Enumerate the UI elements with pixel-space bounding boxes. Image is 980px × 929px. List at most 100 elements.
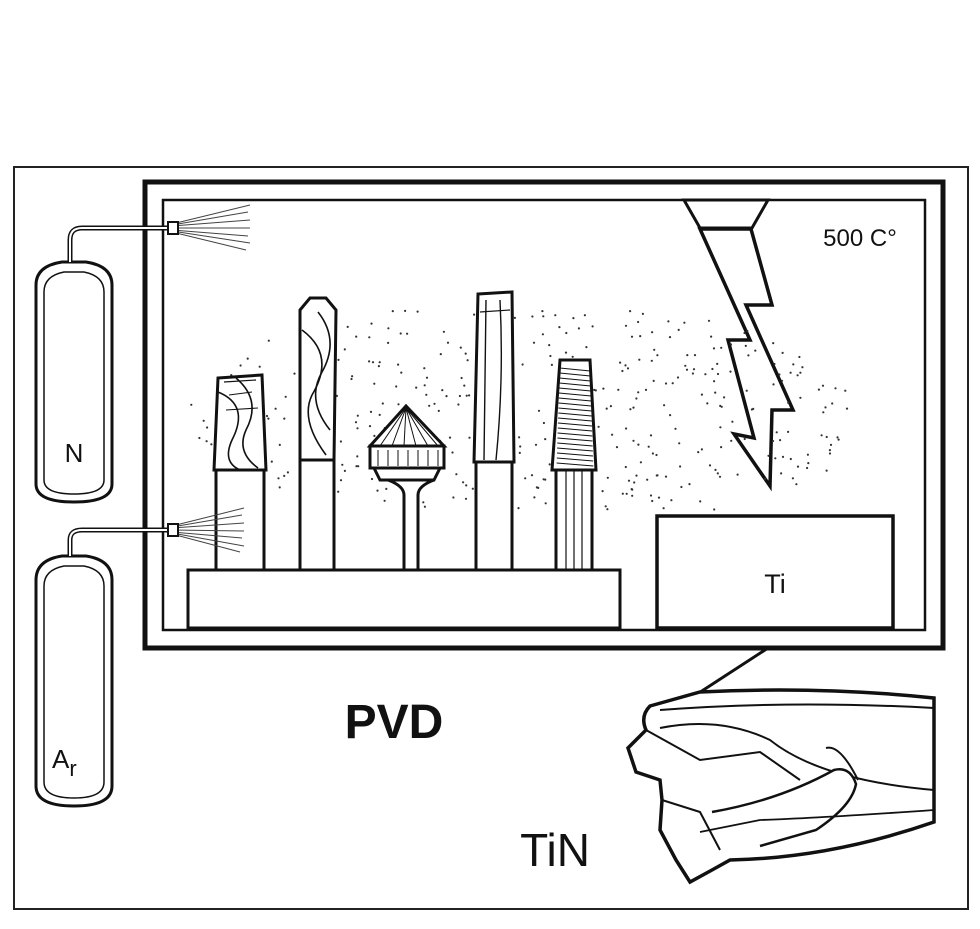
coating-particle xyxy=(542,315,545,318)
coating-particle xyxy=(471,487,474,490)
coating-particle xyxy=(571,355,574,358)
coating-particle xyxy=(704,373,707,376)
coating-particle xyxy=(723,396,726,399)
coating-particle xyxy=(601,490,604,493)
coating-particle xyxy=(664,475,668,478)
coating-particle xyxy=(464,497,468,500)
coating-particle xyxy=(781,351,784,354)
coating-particle xyxy=(747,354,750,357)
coating-particle xyxy=(206,426,209,429)
coating-particle xyxy=(635,474,638,477)
coating-particle xyxy=(597,425,600,428)
reamer-tool xyxy=(472,290,516,572)
coating-particle xyxy=(767,454,770,457)
coating-particle xyxy=(655,453,658,457)
coating-particle xyxy=(548,463,551,466)
coating-particle xyxy=(531,315,534,318)
coating-particle xyxy=(337,490,340,493)
coating-particle xyxy=(606,508,609,511)
coating-particle xyxy=(621,369,624,373)
coating-particle xyxy=(591,325,594,328)
coating-particle xyxy=(633,481,636,484)
coating-particle xyxy=(821,384,825,387)
coating-particle xyxy=(451,451,454,454)
coating-particle xyxy=(632,406,635,409)
coating-particle xyxy=(278,443,281,446)
coating-particle xyxy=(519,445,522,448)
coating-particle xyxy=(397,363,400,366)
coating-particle xyxy=(423,367,426,370)
coating-particle xyxy=(267,417,270,420)
coating-particle xyxy=(400,371,403,374)
coating-particle xyxy=(799,371,802,374)
coating-particle xyxy=(791,477,795,480)
coating-particle xyxy=(370,477,374,481)
argon-label-subscript: r xyxy=(69,756,76,781)
coating-particle xyxy=(422,501,425,504)
coating-particle xyxy=(605,407,608,410)
coating-particle xyxy=(708,464,712,467)
coating-particle xyxy=(670,499,673,502)
tap-tool xyxy=(550,358,598,572)
coating-particle xyxy=(381,402,384,405)
coating-particle xyxy=(397,403,400,406)
coating-particle xyxy=(627,479,631,482)
argon-gas-nozzle-spray xyxy=(167,507,245,553)
coating-particle xyxy=(549,354,552,358)
coating-particle xyxy=(637,443,640,446)
coating-particle xyxy=(820,434,823,437)
coating-particle xyxy=(585,346,588,349)
coating-particle xyxy=(190,403,193,406)
coating-particle xyxy=(350,377,353,381)
coating-particle xyxy=(773,362,776,366)
argon-label: Ar xyxy=(52,744,77,781)
coating-particle xyxy=(558,326,561,329)
nitrogen-label: N xyxy=(65,438,84,468)
coating-particle xyxy=(439,353,442,356)
titanium-target xyxy=(655,514,895,630)
coating-particle xyxy=(518,451,521,454)
twist-drill-tool xyxy=(298,296,338,572)
coating-particle xyxy=(356,455,359,458)
coating-particle xyxy=(686,354,689,357)
coating-particle xyxy=(373,434,376,437)
coating-particle xyxy=(513,316,517,319)
coating-particle xyxy=(442,330,445,333)
coating-particle xyxy=(651,499,654,503)
coating-particle xyxy=(615,446,619,449)
coating-particle xyxy=(606,476,609,479)
coating-particle xyxy=(460,376,463,380)
coating-particle xyxy=(700,448,704,451)
coating-particle xyxy=(624,364,627,367)
coating-particle xyxy=(343,469,346,472)
coating-particle xyxy=(652,379,655,382)
coating-particle xyxy=(657,496,661,499)
coating-particle xyxy=(464,352,467,355)
coating-particle xyxy=(625,492,628,495)
coating-particle xyxy=(624,324,628,327)
coating-particle xyxy=(577,327,581,330)
coating-particle xyxy=(685,368,689,371)
coating-particle xyxy=(718,475,722,478)
coating-particle xyxy=(635,397,638,400)
coating-particle xyxy=(378,361,381,364)
coating-particle xyxy=(745,389,748,392)
coating-particle xyxy=(667,320,670,323)
coating-particle xyxy=(377,365,380,368)
coating-particle xyxy=(468,394,471,397)
coating-particle xyxy=(341,463,344,466)
magnified-coated-drill-tip xyxy=(625,688,936,885)
coating-particle xyxy=(710,335,713,338)
coating-particle xyxy=(656,474,659,477)
coating-particle xyxy=(707,319,711,322)
coating-particle xyxy=(425,393,428,396)
coating-particle xyxy=(641,312,645,315)
coating-particle xyxy=(674,427,677,430)
coating-particle xyxy=(836,436,839,439)
coating-particle xyxy=(202,419,205,422)
coating-particle xyxy=(463,384,466,387)
coating-particle xyxy=(541,310,544,313)
coating-particle xyxy=(448,436,452,439)
coating-particle xyxy=(637,391,640,394)
